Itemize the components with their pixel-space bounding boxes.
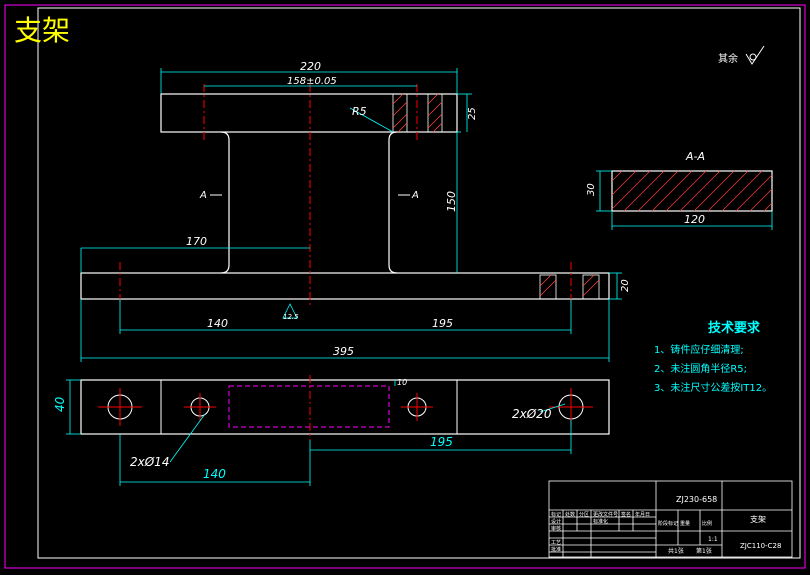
svg-text:签名: 签名: [621, 511, 631, 518]
base-hole-hatch: [539, 274, 600, 300]
dim-slot-offset: 10: [397, 378, 407, 387]
flange-hole-hatch: [392, 93, 443, 133]
section-rect: [611, 170, 773, 212]
dim-section-height: 30: [586, 183, 597, 196]
svg-text:设计: 设计: [551, 518, 561, 525]
dim-140: 140: [207, 317, 228, 330]
tb-scale: 1:1: [708, 536, 718, 543]
svg-text:阶段标记: 阶段标记: [658, 520, 678, 527]
tech-item-3: 3、未注尺寸公差按IT12。: [654, 381, 772, 394]
dim-small-holes: 2xØ14: [130, 455, 169, 469]
plan-view: [80, 375, 610, 440]
svg-text:审核: 审核: [551, 525, 561, 532]
svg-text:标准化: 标准化: [593, 518, 608, 525]
svg-text:处数: 处数: [565, 511, 575, 518]
svg-text:年月日: 年月日: [635, 511, 650, 518]
dim-flange-thickness: 25: [467, 107, 478, 120]
front-dimensions: [80, 68, 622, 362]
svg-text:更改文件号: 更改文件号: [593, 511, 618, 518]
tech-item-2: 2、未注圆角半径R5;: [654, 362, 747, 375]
svg-text:分区: 分区: [579, 511, 589, 518]
tb-code: ZJC110-C28: [740, 542, 781, 550]
section-hatch: [611, 170, 773, 212]
dim-radius: R5: [352, 105, 367, 118]
roughness-circle-icon: [749, 53, 757, 61]
plan-dimensions: [66, 379, 572, 486]
section-dimensions: [596, 170, 773, 230]
inner-border: [37, 7, 801, 559]
front-view: A A: [80, 84, 610, 310]
dim-large-holes: 2xØ20: [512, 407, 552, 421]
svg-text:工艺: 工艺: [551, 540, 561, 546]
drawing-title: 支架: [14, 14, 70, 47]
tb-sheet-no: 第1张: [696, 547, 712, 555]
dim-195: 195: [432, 317, 453, 330]
tech-item-1: 1、铸件应仔细清理;: [654, 343, 744, 356]
hidden-slot: [228, 385, 390, 428]
tech-requirements: 技术要求 1、铸件应仔细清理; 2、未注圆角半径R5; 3、未注尺寸公差按IT1…: [654, 320, 772, 394]
tb-part-name: 支架: [750, 514, 766, 524]
svg-text:批准: 批准: [551, 546, 561, 553]
svg-text:标记: 标记: [551, 511, 561, 518]
left-web: [220, 131, 230, 274]
section-aa: A-A 30 120: [586, 150, 773, 230]
dim-hole-spacing: 158±0.05: [287, 76, 337, 87]
dim-section-width: 120: [684, 213, 705, 226]
tb-sheet-total: 共1张: [668, 547, 684, 555]
top-flange: [160, 93, 458, 133]
front-centerlines: [119, 84, 572, 310]
tech-heading: 技术要求: [708, 320, 761, 336]
dim-web-height: 150: [445, 191, 458, 212]
dim-roughness: 12.5: [283, 313, 299, 321]
base-plate: [80, 272, 610, 300]
section-marker-right: A: [411, 190, 419, 201]
dim-plan-depth: 40: [53, 396, 67, 412]
section-marker-left: A: [199, 190, 207, 201]
roughness-note: 其余: [718, 52, 738, 65]
roughness-symbol-icon: [745, 45, 765, 65]
section-aa-label: A-A: [685, 150, 705, 163]
outer-border: [4, 4, 806, 569]
dim-base-thickness: 20: [620, 279, 631, 292]
svg-text:重量: 重量: [680, 520, 690, 527]
title-block: [548, 480, 793, 558]
tb-drawing-no: ZJ230-658: [676, 495, 717, 504]
dim-overall-width: 220: [300, 60, 321, 73]
dim-plan-140: 140: [203, 467, 226, 481]
dim-left-offset: 170: [186, 235, 207, 248]
svg-text:比例: 比例: [702, 520, 712, 527]
dim-plan-195: 195: [430, 435, 453, 449]
plan-outline: [80, 379, 610, 435]
tb-labels: 标记 处数 分区 更改文件号 签名 年月日 设计 标准化 审核 工艺 批准 阶段…: [551, 511, 712, 553]
dim-base-length: 395: [333, 345, 354, 358]
right-web: [388, 131, 398, 274]
